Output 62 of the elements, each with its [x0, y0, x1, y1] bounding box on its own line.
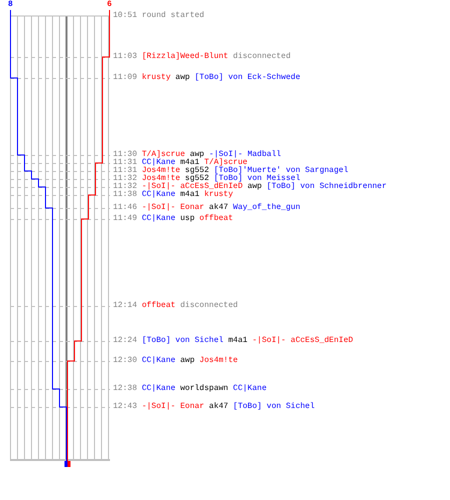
- player-name: [ToBo] von Eck-Schwede: [194, 73, 300, 82]
- player-name: CC|Kane: [142, 356, 176, 365]
- event-text: round started: [142, 11, 204, 20]
- player-name: [ToBo] von Sichel: [233, 402, 315, 411]
- player-name: -|SoI|- Eonar: [142, 402, 204, 411]
- player-name: Way_of_the_gun: [233, 203, 300, 212]
- player-name: offbeat: [142, 301, 176, 310]
- player-name: krusty: [204, 190, 234, 199]
- player-name: CC|Kane: [142, 158, 176, 167]
- timestamp: 11:38: [113, 190, 138, 199]
- event-text: disconnected: [233, 52, 291, 61]
- timestamp: 11:31: [113, 158, 138, 167]
- weapon-name: m4a1: [180, 190, 200, 199]
- player-name: Jos4m!te: [142, 166, 180, 175]
- timestamp: 10:51: [113, 11, 138, 20]
- player-name: [ToBo] von Schneidbrenner: [266, 182, 387, 191]
- player-name: Jos4m!te: [199, 356, 238, 365]
- weapon-name: m4a1: [228, 336, 248, 345]
- weapon-name: awp: [247, 182, 262, 191]
- weapon-name: sg552: [185, 166, 210, 175]
- player-name: T/A]scrue: [142, 150, 186, 159]
- timestamp: 12:14: [113, 301, 138, 310]
- timestamp: 11:49: [113, 214, 138, 223]
- count-label: 6: [107, 0, 112, 9]
- player-name: Jos4m!te: [142, 174, 180, 183]
- player-name: -|SoI|- aCcEsS_dEnIeD: [142, 182, 243, 191]
- weapon-name: awp: [180, 356, 195, 365]
- timestamp: 11:03: [113, 52, 138, 61]
- player-name: [Rizzla]Weed-Blunt: [142, 52, 228, 61]
- weapon-name: sg552: [185, 174, 210, 183]
- timestamp: 11:32: [113, 174, 138, 183]
- player-name: CC|Kane: [233, 384, 267, 393]
- player-name: CC|Kane: [142, 384, 176, 393]
- weapon-name: ak47: [209, 203, 228, 212]
- weapon-name: awp: [190, 150, 204, 159]
- weapon-name: ak47: [209, 402, 228, 411]
- weapon-name: m4a1: [180, 158, 200, 167]
- timestamp: 11:31: [113, 166, 138, 175]
- player-name: CC|Kane: [142, 190, 176, 199]
- timestamp: 11:32: [113, 182, 138, 191]
- player-name: -|SoI|- Madball: [209, 150, 282, 159]
- player-name: krusty: [142, 73, 171, 82]
- player-name: -|SoI|- Eonar: [142, 203, 204, 212]
- timestamp: 11:30: [113, 150, 138, 159]
- player-name: offbeat: [199, 214, 234, 223]
- player-name: T/A]scrue: [204, 158, 248, 167]
- timestamp: 11:09: [113, 73, 138, 82]
- event-text: disconnected: [180, 301, 238, 310]
- count-label: 8: [8, 0, 13, 9]
- weapon-name: usp: [180, 214, 195, 223]
- player-name: [ToBo]'Muerte' von Sargnagel: [214, 166, 348, 175]
- weapon-name: awp: [175, 73, 190, 82]
- timestamp: 11:46: [113, 203, 138, 212]
- player-name: [ToBo] von Sichel: [142, 336, 224, 345]
- player-name: [ToBo] von Meissel: [214, 174, 300, 183]
- player-name: CC|Kane: [142, 214, 176, 223]
- player-name: -|SoI|- aCcEsS_dEnIeD: [252, 336, 354, 345]
- timestamp: 12:43: [113, 402, 138, 411]
- event-text: worldspawn: [180, 384, 228, 393]
- timestamp: 12:30: [113, 356, 138, 365]
- timestamp: 12:38: [113, 384, 138, 393]
- timestamp: 12:24: [113, 336, 138, 345]
